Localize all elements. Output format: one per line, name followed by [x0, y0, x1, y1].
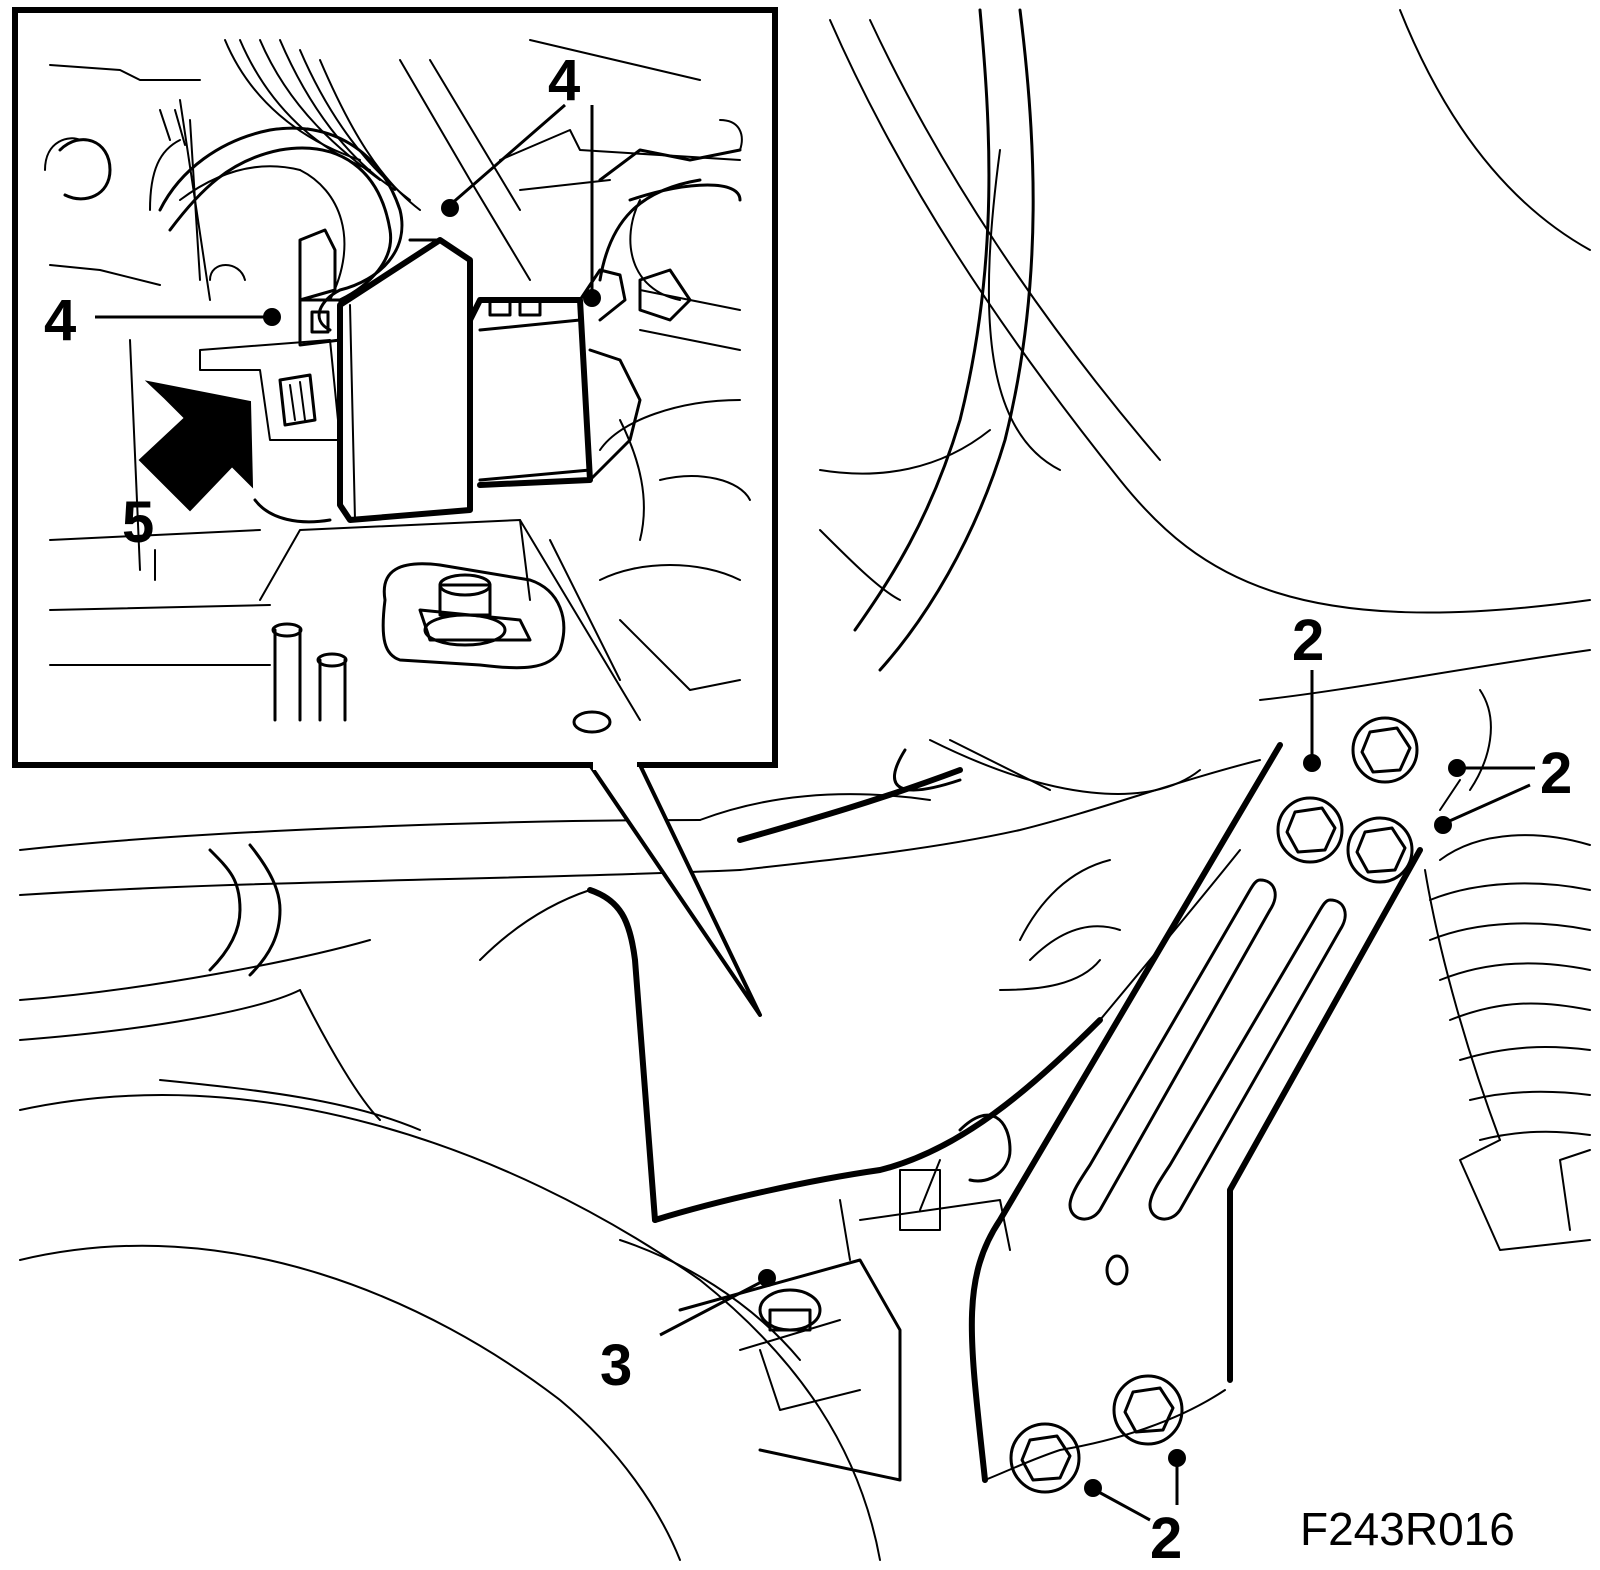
bolt-icon: [1276, 796, 1344, 864]
inset-background: [44, 39, 751, 721]
lower-mount-bracket: [678, 1113, 1012, 1482]
callout-5: 5: [122, 490, 154, 555]
wiring-harness: [149, 39, 702, 332]
bolt-icon: [1009, 1422, 1081, 1494]
bolt-icon: [1112, 1374, 1184, 1446]
lower-bolts: [1009, 1374, 1184, 1494]
callout-2: 2: [1292, 608, 1324, 673]
connector-plug-icon: [298, 298, 342, 347]
direction-arrow-icon: [138, 380, 254, 512]
callout-2: 2: [1150, 1506, 1182, 1570]
callout-2: 2: [1540, 741, 1572, 806]
reference-code: F243R016: [1300, 1503, 1515, 1555]
callout-4: 4: [44, 288, 76, 353]
link-arm: [968, 742, 1423, 1483]
callout-4: 4: [548, 48, 580, 113]
steering-boot: [1424, 834, 1591, 1251]
callout-3: 3: [600, 1333, 632, 1398]
crossmember-tube: [19, 649, 1591, 1041]
link-arm-hole-icon: [1105, 1254, 1129, 1286]
wheel-arcs: [19, 1094, 881, 1561]
upper-bolts: [1276, 689, 1492, 884]
inset-bolt-mount: [271, 562, 612, 734]
main-view: F243R016: [19, 8, 1591, 1561]
main-leaders: [659, 670, 1535, 1522]
inset-leaders: [95, 103, 601, 326]
body-panel-arches: [819, 8, 1591, 672]
bolt-icon: [1351, 716, 1419, 784]
inset-bolt-icon: [423, 573, 507, 647]
inset-pointer: [588, 763, 762, 1017]
detail-inset: 4 4 5: [12, 7, 778, 1017]
subframe-plate: [159, 849, 1241, 1223]
control-unit: [199, 228, 692, 524]
inset-frame: [12, 7, 778, 768]
bolt-icon: [1346, 816, 1414, 884]
bracket-bolt-head-icon: [768, 1308, 812, 1332]
